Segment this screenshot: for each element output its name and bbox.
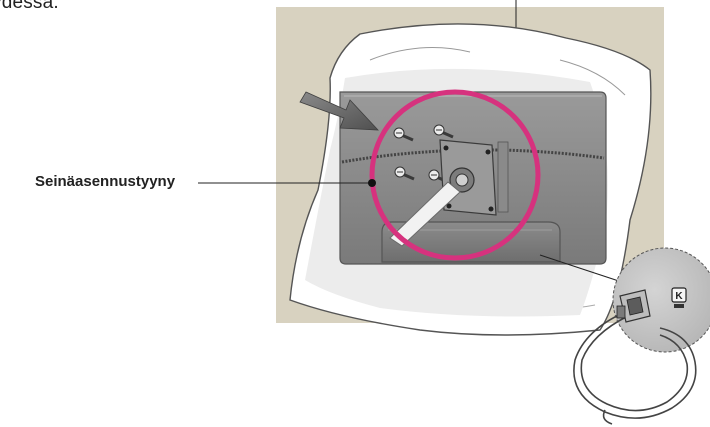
screw-bottom-left <box>394 166 415 181</box>
highlight-circle <box>369 89 541 261</box>
stand-neck <box>389 181 461 247</box>
direction-arrow <box>299 91 379 131</box>
screw-top-right <box>433 124 454 139</box>
wall-mount-plate <box>439 139 497 216</box>
security-cable <box>573 311 697 425</box>
intro-text-fragment: ydessä. <box>0 0 59 13</box>
screw-top-left <box>393 127 414 142</box>
k-lock-icon: K <box>671 287 687 308</box>
lock-detail-bubble <box>612 247 710 353</box>
pad-leader-dot <box>368 179 376 187</box>
side-plate <box>497 141 509 213</box>
lock-body <box>616 289 651 323</box>
screw-bottom-right <box>428 169 449 184</box>
wall-mount-pad-label: Seinäasennustyyny <box>35 173 176 190</box>
svg-text:K: K <box>675 291 683 302</box>
